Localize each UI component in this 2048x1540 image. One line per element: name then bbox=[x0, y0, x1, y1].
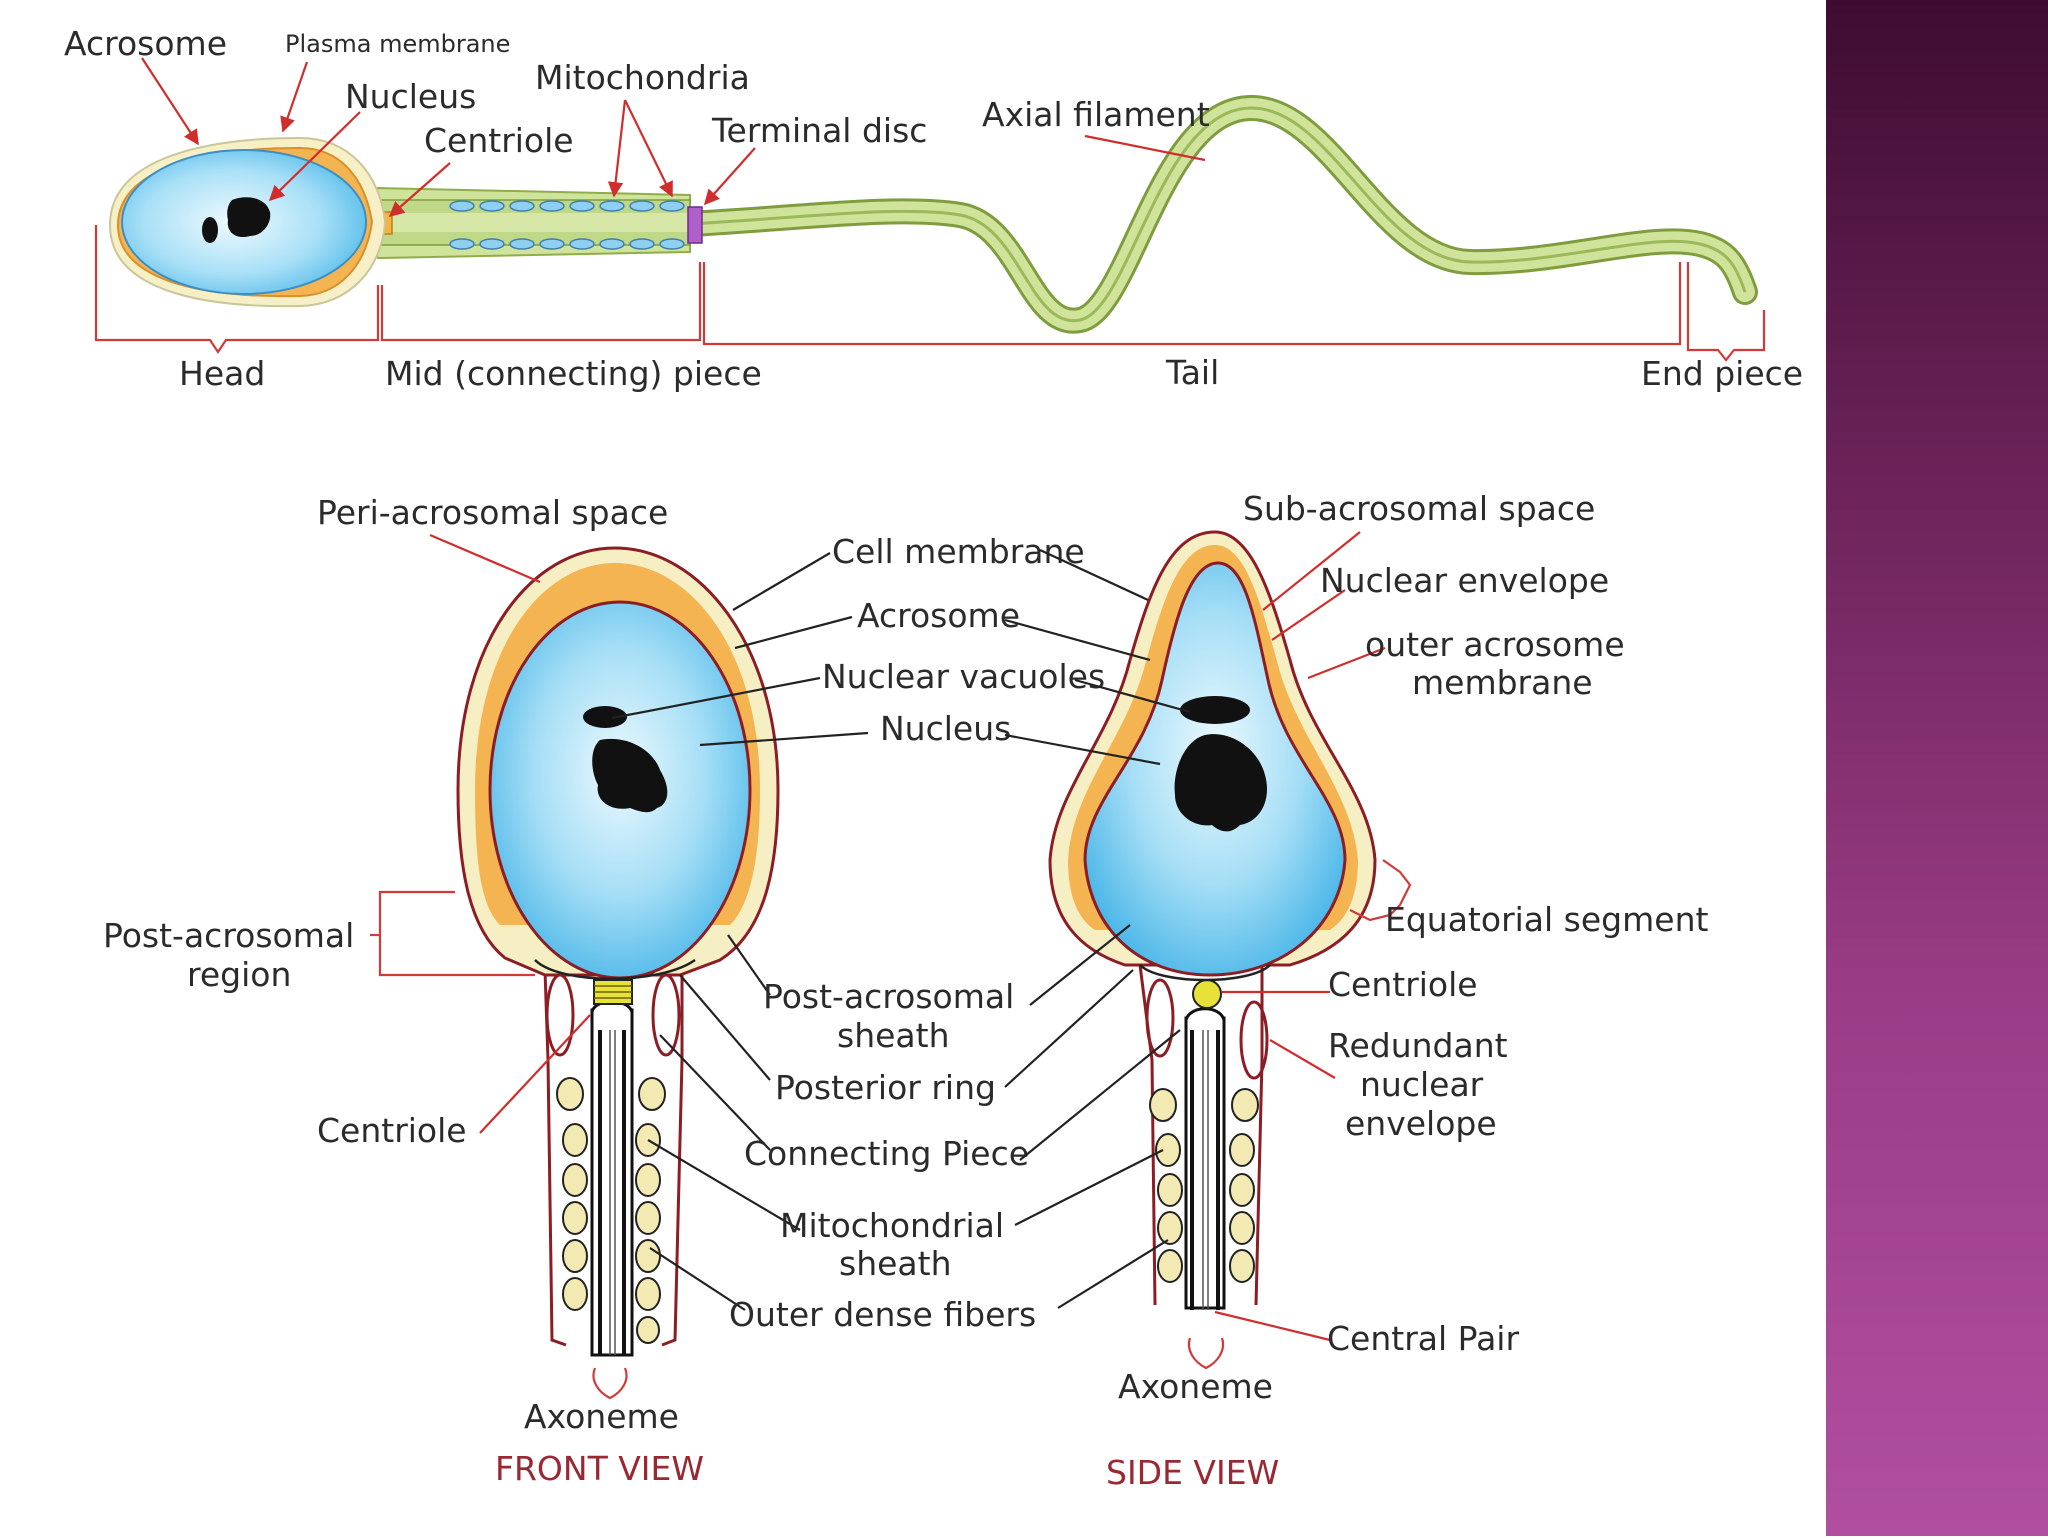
front-view-diagram: Peri-acrosomal space Cell membrane Acros… bbox=[103, 493, 1105, 1488]
label-cell-membrane: Cell membrane bbox=[832, 532, 1085, 571]
mitochondria-row-bottom bbox=[449, 238, 685, 250]
label-centriole-top: Centriole bbox=[424, 121, 574, 160]
label-nuclear-vacuoles: Nuclear vacuoles bbox=[822, 657, 1105, 696]
label-mitochondrial-sheath-line2: sheath bbox=[839, 1244, 952, 1283]
front-midpiece bbox=[543, 969, 684, 1357]
label-outer-acrosome-membrane-line2: membrane bbox=[1412, 663, 1593, 702]
label-plasma-membrane: Plasma membrane bbox=[285, 30, 510, 58]
sperm-tail bbox=[677, 94, 1758, 334]
front-axoneme-brace bbox=[592, 1367, 628, 1400]
front-view-title: FRONT VIEW bbox=[495, 1449, 704, 1488]
front-head bbox=[456, 546, 780, 980]
decorative-side-band bbox=[1826, 0, 2048, 1536]
label-outer-acrosome-membrane-line1: outer acrosome bbox=[1365, 625, 1625, 664]
label-post-acrosomal-sheath-line2: sheath bbox=[837, 1016, 950, 1055]
label-axoneme-front: Axoneme bbox=[524, 1397, 679, 1436]
side-mitochondria bbox=[1149, 1088, 1259, 1283]
mitochondria-row-top bbox=[449, 200, 685, 212]
side-midpiece bbox=[1138, 964, 1269, 1310]
label-mitochondria: Mitochondria bbox=[535, 58, 750, 97]
top-sperm-diagram: Acrosome Plasma membrane Nucleus Centrio… bbox=[64, 24, 1803, 393]
label-mid-piece-section: Mid (connecting) piece bbox=[385, 354, 762, 393]
label-central-pair: Central Pair bbox=[1327, 1319, 1519, 1358]
front-mitochondria bbox=[556, 1077, 666, 1344]
side-head bbox=[1048, 530, 1377, 982]
front-leaders bbox=[429, 533, 869, 1311]
label-axial-filament: Axial filament bbox=[982, 95, 1210, 134]
label-posterior-ring: Posterior ring bbox=[775, 1068, 996, 1107]
side-view-diagram: Sub-acrosomal space Nuclear envelope out… bbox=[1004, 489, 1708, 1492]
label-post-acrosomal-region-line1: Post-acrosomal bbox=[103, 916, 354, 955]
label-sub-acrosomal-space: Sub-acrosomal space bbox=[1243, 489, 1595, 528]
sperm-midpiece bbox=[371, 186, 703, 260]
label-head-section: Head bbox=[179, 354, 265, 393]
terminal-disc-shape bbox=[687, 206, 703, 244]
label-mitochondrial-sheath-line1: Mitochondrial bbox=[780, 1206, 1004, 1245]
label-acrosome-top: Acrosome bbox=[64, 24, 227, 63]
equatorial-segment-brace bbox=[1349, 859, 1412, 922]
label-post-acrosomal-region-line2: region bbox=[187, 955, 291, 994]
label-nucleus-front: Nucleus bbox=[880, 709, 1011, 748]
label-connecting-piece: Connecting Piece bbox=[744, 1134, 1029, 1173]
label-centriole-side: Centriole bbox=[1328, 965, 1478, 1004]
label-redundant-nuclear-envelope-line1: Redundant bbox=[1328, 1026, 1508, 1065]
label-peri-acrosomal-space: Peri-acrosomal space bbox=[317, 493, 668, 532]
side-leaders bbox=[1004, 531, 1386, 1342]
label-tail-section: Tail bbox=[1165, 353, 1219, 392]
label-outer-dense-fibers: Outer dense fibers bbox=[729, 1295, 1036, 1334]
label-redundant-nuclear-envelope-line2: nuclear bbox=[1360, 1065, 1484, 1104]
label-acrosome-front: Acrosome bbox=[857, 596, 1020, 635]
label-post-acrosomal-sheath-line1: Post-acrosomal bbox=[763, 977, 1014, 1016]
label-end-piece-section: End piece bbox=[1641, 354, 1803, 393]
label-nuclear-envelope: Nuclear envelope bbox=[1320, 561, 1609, 600]
label-redundant-nuclear-envelope-line3: envelope bbox=[1345, 1104, 1497, 1143]
side-view-title: SIDE VIEW bbox=[1106, 1453, 1279, 1492]
label-nucleus-top: Nucleus bbox=[345, 77, 476, 116]
side-centriole-shape bbox=[1192, 979, 1222, 1009]
post-acrosomal-brace bbox=[378, 890, 535, 977]
section-braces bbox=[94, 225, 1766, 362]
label-terminal-disc: Terminal disc bbox=[711, 111, 927, 150]
side-axoneme-brace bbox=[1187, 1337, 1225, 1370]
sperm-head-top bbox=[108, 136, 387, 308]
label-centriole-front: Centriole bbox=[317, 1111, 467, 1150]
top-arrows bbox=[141, 57, 1206, 218]
label-axoneme-side: Axoneme bbox=[1118, 1367, 1273, 1406]
label-equatorial-segment: Equatorial segment bbox=[1385, 900, 1708, 939]
